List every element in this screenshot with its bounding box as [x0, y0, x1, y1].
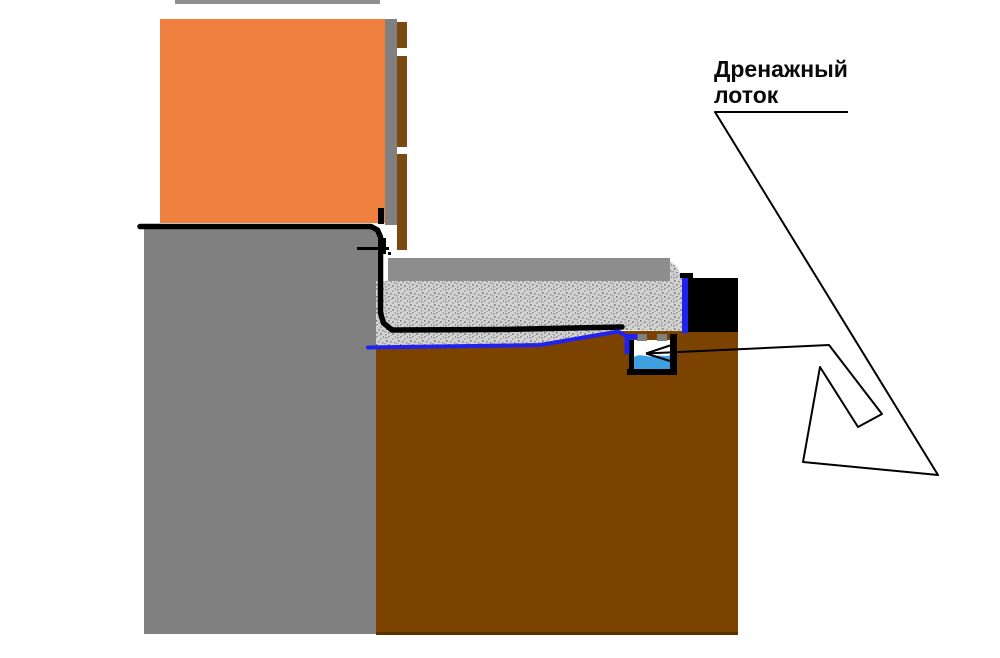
membrane-blue-tray-lip	[624, 334, 638, 340]
cladding-batten-middle	[397, 56, 407, 147]
leader-arrowhead-upper-barb	[645, 344, 671, 355]
soil-bottom-edge	[376, 632, 738, 635]
drain-grate-slot-left	[637, 334, 647, 341]
drain-tray-left-wall	[629, 340, 634, 375]
soil	[376, 331, 738, 635]
drain-tray-bottom	[627, 369, 677, 375]
insulation-block-lip	[680, 273, 693, 278]
cladding-batten-top	[397, 22, 407, 48]
drain-grate-slot-right	[657, 334, 667, 341]
membrane-black-upstand	[378, 208, 384, 224]
foundation	[144, 228, 378, 634]
leader-arrow-line	[645, 111, 939, 476]
anchor-plate	[380, 238, 386, 254]
paving-slab	[388, 258, 670, 281]
brick-wall	[160, 19, 385, 223]
anchor-dot	[388, 252, 391, 255]
cladding-batten-bottom	[397, 154, 407, 250]
drain-tray-label: Дренажный лоток	[714, 56, 848, 108]
drain-tray-label-line1: Дренажный	[714, 56, 848, 82]
membrane-blue-tray-wrap	[624, 334, 630, 354]
drain-tray-right-wall	[670, 334, 677, 375]
leader-arrowhead-lower-barb	[645, 352, 671, 362]
drain-tray-label-line2: лоток	[714, 81, 779, 108]
membrane-black	[137, 223, 625, 333]
wall-top-strip	[175, 0, 380, 4]
wall-backing-strip	[385, 19, 397, 225]
drain-water	[634, 355, 670, 369]
insulation-block	[688, 278, 738, 332]
